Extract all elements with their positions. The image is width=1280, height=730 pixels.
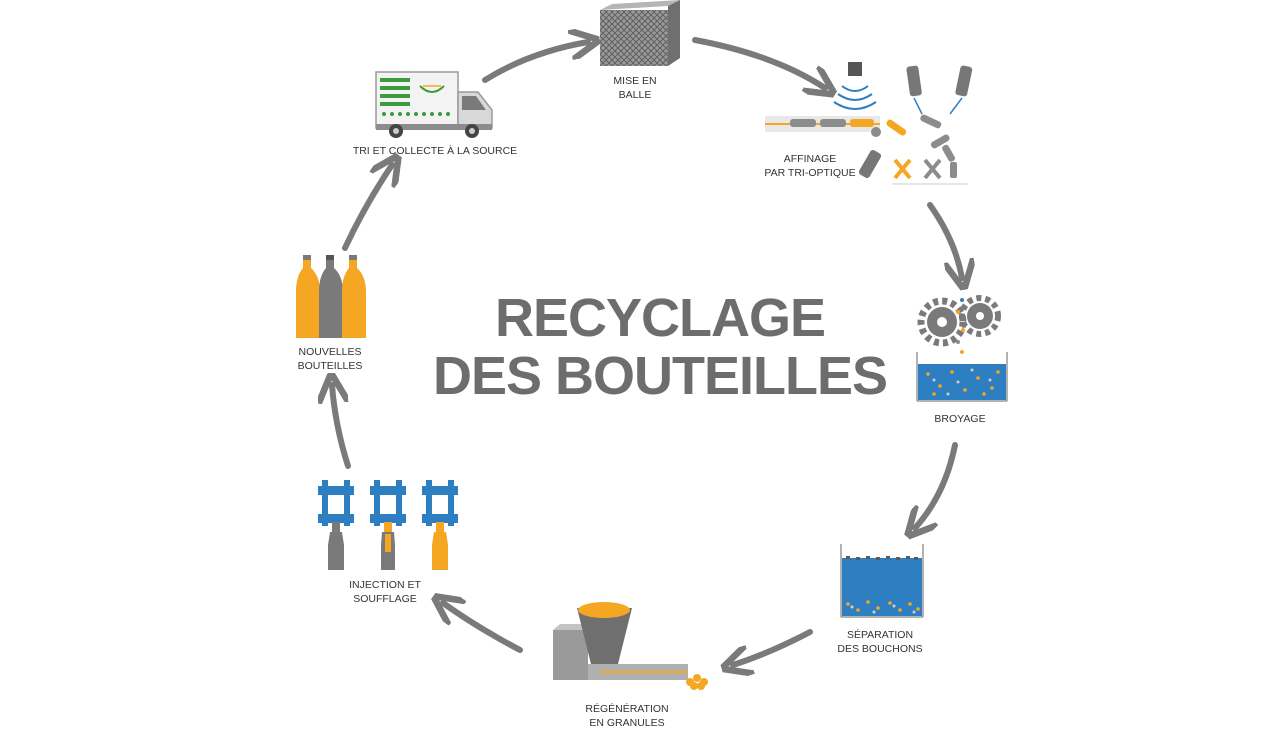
step-label-regeneration: RÉGÉNÉRATION EN GRANULES [567, 702, 687, 730]
arrow-regeneration-to-injection [443, 603, 523, 653]
step-label-line-1: MISE EN [613, 75, 657, 87]
bale-icon [600, 0, 680, 66]
blow-molding-icon [318, 480, 458, 570]
blow-mold-2 [370, 480, 406, 570]
bottle-3 [342, 258, 366, 338]
step-label-line-2: BALLE [618, 89, 652, 101]
step-label-injection: INJECTION ET SOUFFLAGE [335, 578, 435, 606]
step-label-nouvelles: NOUVELLES BOUTEILLES [285, 345, 375, 373]
blow-mold-3 [422, 480, 458, 570]
truck-icon [375, 71, 493, 138]
blow-mold-1 [318, 480, 354, 570]
step-label-line-2: EN GRANULES [589, 717, 665, 729]
bottle-1 [296, 258, 320, 338]
step-label-line-1: BROYAGE [934, 413, 986, 425]
arrow-nouvelles-to-tri [342, 165, 392, 251]
extruder-icon [553, 602, 708, 690]
step-label-line-2: DES BOUCHONS [837, 643, 923, 655]
step-label-line-2: PAR TRI-OPTIQUE [764, 167, 856, 179]
step-label-line-2: BOUTEILLES [297, 360, 363, 372]
step-label-line-1: TRI ET COLLECTE À LA SOURCE [352, 145, 518, 157]
step-label-line-2: SOUFFLAGE [353, 593, 417, 605]
step-label-line-1: INJECTION ET [349, 579, 421, 591]
step-label-affinage: AFFINAGE PAR TRI-OPTIQUE [755, 152, 865, 180]
arrow-affinage-to-broyage [927, 202, 962, 278]
arrow-broyage-to-separation [915, 442, 958, 528]
bottles-icon [296, 255, 366, 338]
diagram-title-line-1: RECYCLAGE [494, 288, 826, 348]
step-label-line-1: SÉPARATION [846, 629, 914, 641]
arrow-injection-to-nouvelles [332, 385, 351, 469]
optical-sorting-icon [765, 62, 973, 185]
diagram-title-line-2: DES BOUTEILLES [432, 346, 888, 406]
arrow-separation-to-regeneration [733, 629, 813, 665]
step-label-tri: TRI ET COLLECTE À LA SOURCE [345, 144, 525, 158]
step-label-broyage: BROYAGE [915, 412, 1005, 426]
arrow-tri-to-balle [482, 42, 588, 83]
step-label-line-1: NOUVELLES [298, 346, 362, 358]
step-label-mise-en-balle: MISE EN BALLE [590, 74, 680, 102]
step-label-line-1: AFFINAGE [783, 153, 837, 165]
water-tank-icon [840, 544, 924, 618]
cycle-arrows [332, 40, 962, 665]
grinder-icon [916, 295, 1008, 402]
step-label-separation: SÉPARATION DES BOUCHONS [820, 628, 940, 656]
arrow-balle-to-affinage [692, 37, 825, 88]
step-label-line-1: RÉGÉNÉRATION [585, 703, 669, 715]
bottle-2 [319, 258, 343, 338]
